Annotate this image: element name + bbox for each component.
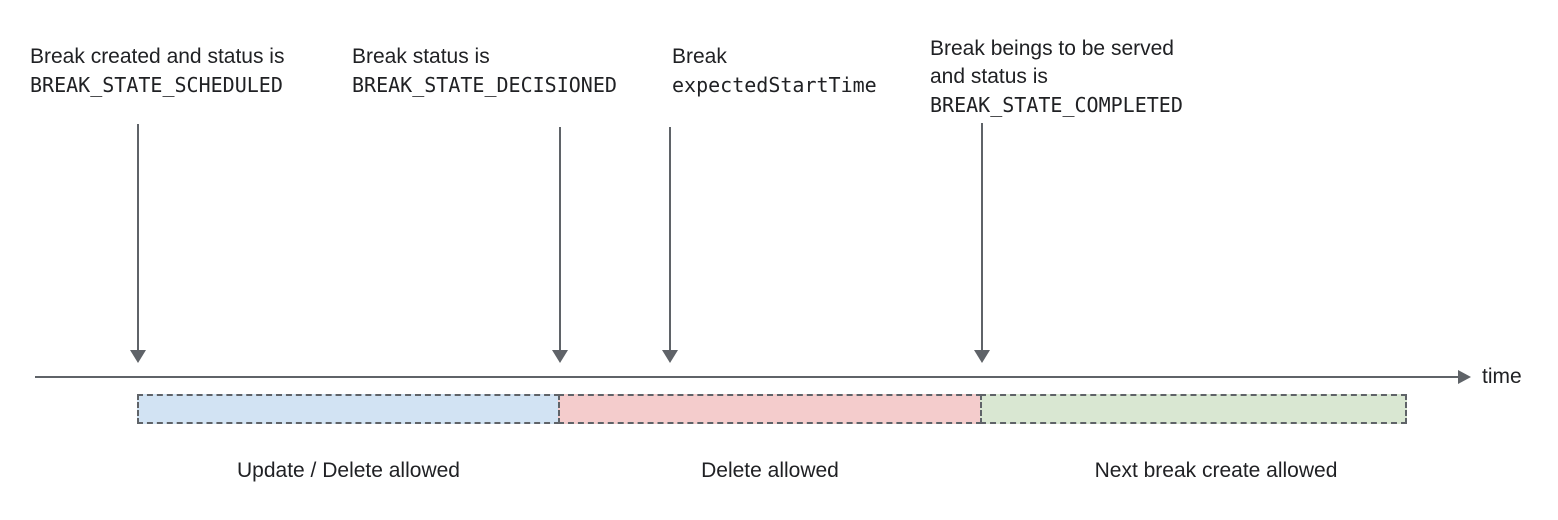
- annotation-text: Break created and status is: [30, 45, 285, 68]
- annotation-text: and status is: [930, 65, 1048, 88]
- arrow-shaft: [981, 123, 983, 350]
- arrow-shaft: [669, 127, 671, 350]
- time-axis-label: time: [1482, 365, 1522, 388]
- annotation-expected-start-time: Break expectedStartTime: [672, 43, 877, 99]
- annotation-text: Break beings to be served: [930, 37, 1174, 60]
- segment-delete-allowed: [558, 394, 982, 424]
- arrow-shaft: [137, 124, 139, 350]
- down-arrow-icon: [552, 127, 568, 363]
- segment-next-break-create-allowed: [980, 394, 1407, 424]
- segment-label-next-break-create: Next break create allowed: [1094, 459, 1338, 482]
- time-axis-line: [35, 376, 1459, 378]
- annotation-text: Break status is: [352, 45, 490, 68]
- arrow-head: [974, 350, 990, 363]
- arrow-shaft: [559, 127, 561, 350]
- segment-label-update-delete: Update / Delete allowed: [237, 459, 460, 482]
- segment-label-delete: Delete allowed: [701, 459, 839, 482]
- right-arrow-icon: [1458, 370, 1471, 384]
- annotation-break-completed: Break beings to be served and status is …: [930, 35, 1183, 119]
- annotation-code-text: BREAK_STATE_SCHEDULED: [30, 73, 283, 97]
- annotation-code-text: BREAK_STATE_DECISIONED: [352, 73, 617, 97]
- annotation-code-text: BREAK_STATE_COMPLETED: [930, 93, 1183, 117]
- down-arrow-icon: [974, 123, 990, 363]
- arrow-head: [130, 350, 146, 363]
- annotation-break-scheduled: Break created and status is BREAK_STATE_…: [30, 43, 284, 99]
- arrow-head: [552, 350, 568, 363]
- down-arrow-icon: [662, 127, 678, 363]
- annotation-code-text: expectedStartTime: [672, 73, 877, 97]
- segment-update-delete-allowed: [137, 394, 560, 424]
- annotation-break-decisioned: Break status is BREAK_STATE_DECISIONED: [352, 43, 617, 99]
- down-arrow-icon: [130, 124, 146, 363]
- arrow-head: [662, 350, 678, 363]
- annotation-text: Break: [672, 45, 727, 68]
